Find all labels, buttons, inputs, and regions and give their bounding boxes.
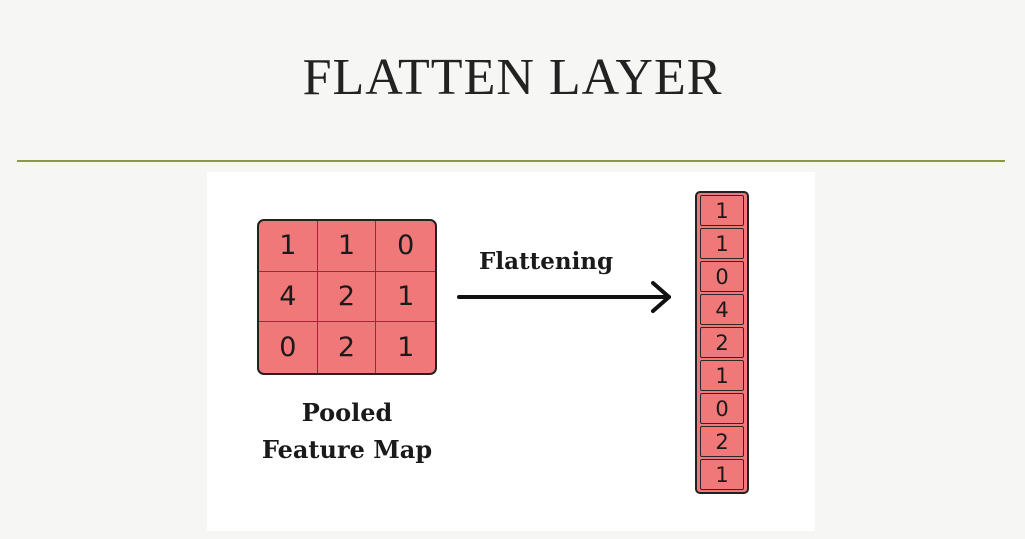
vector-cell: 0 bbox=[700, 393, 744, 424]
vector-cell: 2 bbox=[700, 426, 744, 457]
title-divider bbox=[17, 160, 1005, 162]
grid-cell: 1 bbox=[376, 272, 435, 323]
pooled-feature-map-caption: Pooled Feature Map bbox=[237, 394, 457, 468]
vector-cell: 4 bbox=[700, 294, 744, 325]
grid-cell: 2 bbox=[317, 271, 377, 323]
vector-cell: 2 bbox=[700, 327, 744, 358]
diagram-panel: 1 1 0 4 2 1 0 2 1 Pooled Feature Map Fla… bbox=[207, 172, 815, 531]
vector-cell: 1 bbox=[700, 195, 744, 226]
grid-cell: 4 bbox=[259, 271, 318, 323]
vector-cell: 1 bbox=[700, 360, 744, 391]
vector-cell: 1 bbox=[700, 459, 744, 490]
vector-cell: 1 bbox=[700, 228, 744, 259]
flattened-vector: 1 1 0 4 2 1 0 2 1 bbox=[695, 191, 749, 494]
caption-line-1: Pooled bbox=[301, 398, 393, 427]
grid-cell: 1 bbox=[259, 221, 318, 272]
right-arrow-icon bbox=[457, 281, 671, 313]
grid-cell: 0 bbox=[376, 221, 435, 272]
slide-title: FLATTEN LAYER bbox=[302, 49, 723, 106]
grid-cell: 2 bbox=[318, 322, 377, 373]
grid-cell: 1 bbox=[397, 332, 415, 364]
flattening-label: Flattening bbox=[479, 248, 614, 275]
vector-cell: 0 bbox=[700, 261, 744, 292]
grid-cell: 1 bbox=[317, 221, 377, 272]
caption-line-2: Feature Map bbox=[261, 435, 433, 464]
pooled-feature-map-grid: 1 1 0 4 2 1 0 2 1 bbox=[257, 219, 437, 375]
grid-cell: 0 bbox=[259, 322, 318, 373]
